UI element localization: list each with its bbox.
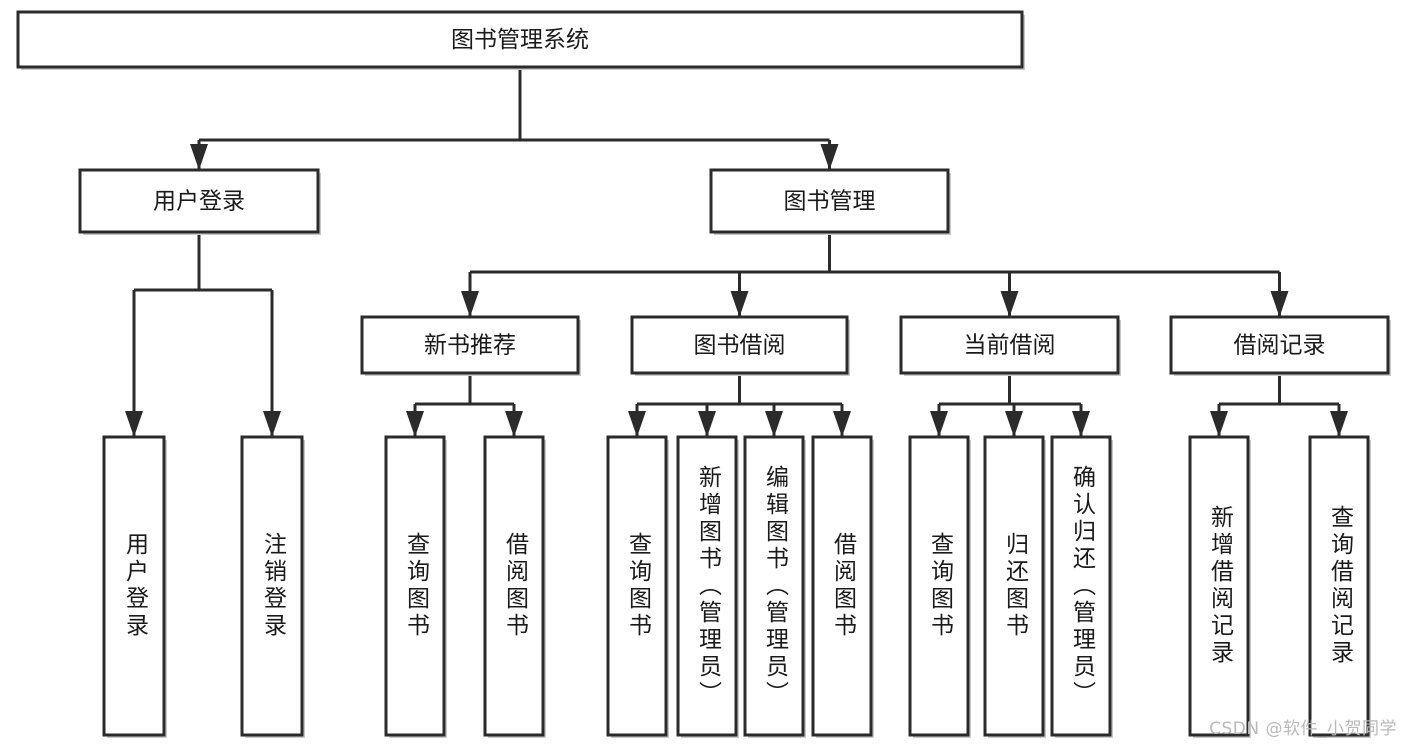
node-box-leaf-1[interactable] bbox=[240, 435, 304, 737]
root-to-l2-arrow-icon-0 bbox=[190, 144, 208, 170]
node-box-leaf-5[interactable] bbox=[676, 435, 738, 737]
node-box-l2-0[interactable] bbox=[78, 168, 320, 234]
books-to-l3-arrow-icon-3 bbox=[1270, 291, 1289, 317]
node-box-l3-2[interactable] bbox=[899, 315, 1120, 375]
borrow-to-leaves-arrow-icon-3 bbox=[833, 411, 851, 437]
newbook-to-leaves-arrow-icon-1 bbox=[505, 411, 523, 437]
record-to-leaves-arrow-icon-0 bbox=[1210, 411, 1228, 437]
borrow-to-leaves-arrow-icon-0 bbox=[628, 411, 646, 437]
node-box-leaf-10[interactable] bbox=[1050, 435, 1112, 737]
node-label-l3-1: 图书借阅 bbox=[694, 333, 786, 359]
node-box-l3-3[interactable] bbox=[1169, 315, 1390, 375]
node-box-leaf-8[interactable] bbox=[908, 435, 970, 737]
node-box-l2-1[interactable] bbox=[709, 168, 950, 234]
node-box-leaf-7[interactable] bbox=[811, 435, 873, 737]
node-label-l3-0: 新书推荐 bbox=[424, 333, 516, 359]
borrow-to-leaves-arrow-icon-2 bbox=[765, 411, 783, 437]
books-to-l3-arrow-icon-0 bbox=[461, 291, 479, 317]
current-to-leaves-arrow-icon-0 bbox=[930, 411, 948, 437]
newbook-to-leaves-arrow-icon-0 bbox=[406, 411, 424, 437]
node-box-leaf-6[interactable] bbox=[743, 435, 805, 737]
node-label-l3-3: 借阅记录 bbox=[1234, 333, 1326, 359]
borrow-to-leaves-arrow-icon-1 bbox=[698, 411, 716, 437]
books-to-l3-arrow-icon-1 bbox=[730, 291, 749, 317]
node-box-leaf-3[interactable] bbox=[483, 435, 545, 737]
record-to-leaves-arrow-icon-1 bbox=[1330, 411, 1348, 437]
node-box-l3-0[interactable] bbox=[360, 315, 580, 375]
books-to-l3-arrow-icon-2 bbox=[1000, 291, 1019, 317]
node-label-l2-1: 图书管理 bbox=[784, 189, 876, 215]
node-box-root-0[interactable] bbox=[16, 10, 1024, 69]
node-box-leaf-4[interactable] bbox=[606, 435, 668, 737]
node-label-l2-0: 用户登录 bbox=[153, 189, 245, 215]
root-to-l2-arrow-icon-1 bbox=[820, 144, 839, 170]
node-label-l3-2: 当前借阅 bbox=[964, 333, 1056, 359]
current-to-leaves-arrow-icon-1 bbox=[1005, 411, 1023, 437]
node-label-root-0: 图书管理系统 bbox=[451, 27, 589, 53]
login-to-leaves-arrow-icon-1 bbox=[263, 411, 281, 437]
node-box-leaf-9[interactable] bbox=[983, 435, 1045, 737]
connector-layer bbox=[125, 67, 1348, 437]
node-box-leaf-2[interactable] bbox=[384, 435, 446, 737]
node-box-leaf-11[interactable] bbox=[1188, 435, 1250, 737]
current-to-leaves-arrow-icon-2 bbox=[1072, 411, 1090, 437]
node-box-l3-1[interactable] bbox=[630, 315, 849, 375]
node-box-leaf-12[interactable] bbox=[1308, 435, 1370, 737]
node-box-leaf-0[interactable] bbox=[102, 435, 166, 737]
login-to-leaves-arrow-icon-0 bbox=[125, 411, 143, 437]
watermark-text: CSDN @软件_小贺同学 bbox=[1209, 719, 1397, 739]
